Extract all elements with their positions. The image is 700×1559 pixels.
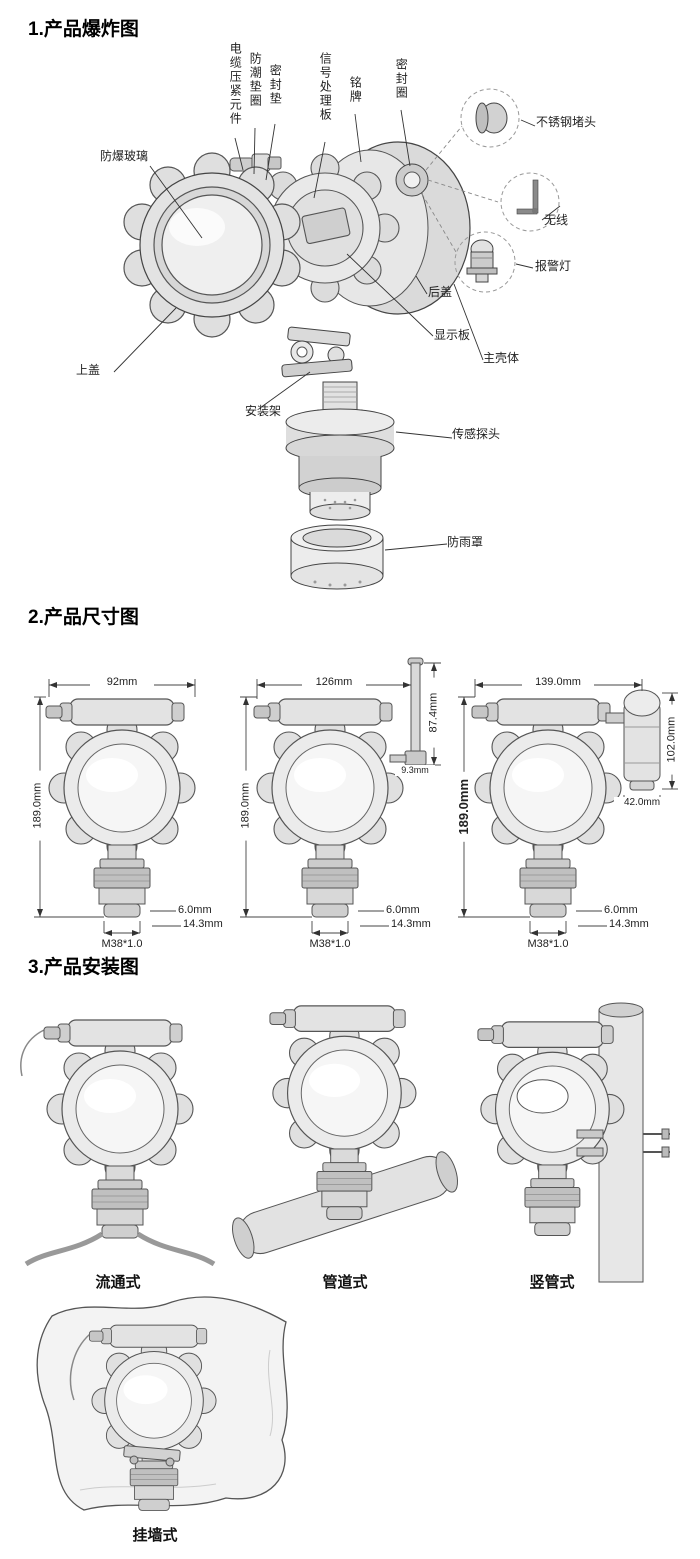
label-main-shell: 主壳体 — [483, 351, 520, 365]
dimension-drawings — [34, 657, 678, 936]
install-pipeline — [231, 1005, 459, 1259]
install-flow-through — [20, 1019, 216, 1267]
label-nameplate: 铭牌 — [348, 76, 363, 104]
antenna-part — [389, 657, 427, 766]
label-sensor-probe: 传感探头 — [452, 427, 501, 441]
wall-bracket-part — [123, 1445, 181, 1467]
label-seal-ring: 密封圈 — [394, 58, 409, 100]
dim-d3-step: 6.0mm — [602, 904, 640, 918]
dim-d2-base: 14.3mm — [389, 918, 433, 932]
section-title-dimensions: 2.产品尺寸图 — [28, 607, 139, 628]
dim-antenna-height: 87.4mm — [427, 677, 441, 748]
dim-probe-width: 42.0mm — [614, 797, 670, 809]
section-title-installation: 3.产品安装图 — [28, 957, 139, 978]
dim-d1-width: 92mm — [90, 676, 154, 690]
label-seal-pad: 密封垫 — [268, 64, 283, 106]
label-back-cover: 后盖 — [428, 285, 453, 299]
stainless-plug-part — [460, 88, 520, 148]
dim-drawing-2 — [240, 657, 441, 936]
label-rain-cover: 防雨罩 — [447, 535, 484, 549]
label-display-board: 显示板 — [434, 328, 471, 342]
dim-d3-height: 189.0mm — [456, 771, 472, 842]
dim-d1-thread: M38*1.0 — [86, 938, 158, 952]
label-vertical-pipe: 竖管式 — [529, 1274, 575, 1291]
label-pipeline: 管道式 — [322, 1274, 368, 1291]
label-wall-mounted: 挂墙式 — [132, 1527, 178, 1544]
dim-d2-height: 189.0mm — [239, 770, 253, 841]
dim-d1-height: 189.0mm — [31, 770, 45, 841]
alarm-light-part — [454, 231, 516, 293]
section-title-exploded: 1.产品爆炸图 — [28, 19, 139, 40]
side-probe-part — [605, 689, 661, 791]
installation-drawings — [20, 1002, 670, 1283]
dim-d2-thread: M38*1.0 — [294, 938, 366, 952]
sensor-probe-part — [285, 381, 395, 521]
install-vertical-pipe — [477, 1002, 670, 1283]
label-cable-gland: 电缆压紧元件 — [228, 42, 243, 126]
wireless-antenna-part — [500, 172, 560, 232]
label-flow-through: 流通式 — [95, 1274, 141, 1291]
dim-probe-height: 102.0mm — [665, 704, 679, 775]
exploded-view-drawing — [113, 88, 561, 590]
label-wireless: 无线 — [544, 213, 569, 227]
label-explosion-proof-glass: 防爆玻璃 — [100, 149, 149, 163]
main-shell-part — [250, 153, 400, 303]
dim-antenna-width: 9.3mm — [395, 765, 435, 776]
accessory-connectors — [421, 125, 499, 253]
label-signal-board: 信号处理板 — [318, 52, 333, 122]
dim-d3-width: 139.0mm — [522, 676, 594, 690]
rain-cover-part — [290, 524, 384, 590]
dim-drawing-1 — [34, 679, 196, 936]
dim-d1-step: 6.0mm — [176, 904, 214, 918]
label-mounting-bracket: 安装架 — [245, 404, 282, 418]
top-cover-part — [123, 152, 301, 338]
label-alarm-light: 报警灯 — [535, 259, 572, 273]
label-stainless-plug: 不锈钢堵头 — [536, 115, 597, 129]
wall-mount-drawing — [36, 1296, 288, 1511]
label-top-cover: 上盖 — [76, 363, 101, 377]
leader-lines — [113, 109, 561, 551]
label-moisture-gasket: 防潮垫圈 — [248, 52, 263, 108]
dim-d3-thread: M38*1.0 — [512, 938, 584, 952]
dim-d3-base: 14.3mm — [607, 918, 651, 932]
dim-d2-step: 6.0mm — [384, 904, 422, 918]
mounting-bracket-part — [281, 326, 353, 378]
dim-d1-base: 14.3mm — [181, 918, 225, 932]
dim-d2-width: 126mm — [302, 676, 366, 690]
